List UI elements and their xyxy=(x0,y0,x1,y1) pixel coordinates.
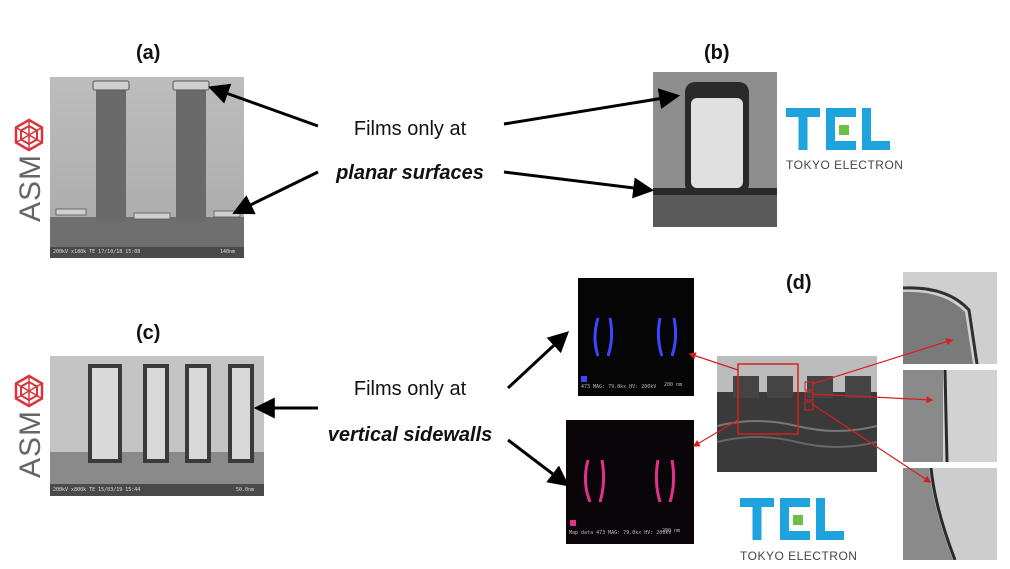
tel-logo-top xyxy=(786,106,894,157)
tel-subtitle-top: TOKYO ELECTRON xyxy=(786,158,904,172)
asm-logo-bottom xyxy=(12,374,46,413)
eds-top-scale: 200 nm xyxy=(664,382,683,388)
eds-map-bottom: Map data 473 MAG: 79.0kx HV: 200kV 200 n… xyxy=(566,420,694,544)
caption-bottom-line2: vertical sidewalls xyxy=(327,424,493,446)
caption-bottom-line1: Films only at xyxy=(353,378,467,400)
arrow-to-b-top xyxy=(503,88,681,126)
callout-to-inset-2 xyxy=(811,393,934,404)
zoom-inset-3 xyxy=(903,467,997,561)
asm-logo-top xyxy=(12,118,46,157)
arrow-to-b-bottom xyxy=(503,170,655,199)
tel-wordmark-icon xyxy=(786,108,890,150)
micrograph-a-footer: 200kV x180k TE 17/10/18 15:08 xyxy=(53,249,141,255)
panel-label-a: (a) xyxy=(136,42,161,64)
micrograph-c: 200kV x800k TE 15/03/19 15:44 50.0nm xyxy=(50,356,264,496)
zoom-inset-2 xyxy=(903,369,997,463)
tel-subtitle-bottom: TOKYO ELECTRON xyxy=(740,549,858,563)
callout-to-inset-1 xyxy=(811,338,954,385)
asm-emblem-icon xyxy=(14,374,44,408)
micrograph-c-scale: 50.0nm xyxy=(236,487,255,493)
tel-wordmark-icon xyxy=(740,498,844,540)
panel-label-c: (c) xyxy=(136,322,161,344)
zoom-inset-1 xyxy=(902,272,997,365)
panel-label-b: (b) xyxy=(704,42,730,64)
arrow-to-eds-bottom xyxy=(507,438,570,487)
micrograph-a-scale: 140nm xyxy=(220,249,236,255)
callout-to-inset-3 xyxy=(811,403,932,483)
arrow-to-a-bottom xyxy=(232,170,319,215)
eds-bottom-scale: 200 nm xyxy=(662,528,681,534)
micrograph-c-footer: 200kV x800k TE 15/03/19 15:44 xyxy=(53,487,141,493)
callout-to-eds-top xyxy=(688,352,739,371)
caption-top-line2: planar surfaces xyxy=(336,162,484,184)
eds-map-top: 473 MAG: 79.0kx HV: 200kV 200 nm xyxy=(578,278,694,396)
micrograph-d xyxy=(716,356,878,472)
panel-label-d: (d) xyxy=(786,272,812,294)
tel-logo-bottom xyxy=(740,496,848,547)
callout-to-eds-bottom xyxy=(692,419,739,447)
micrograph-a: 200kV x180k TE 17/10/18 15:08 140nm xyxy=(50,77,244,258)
eds-top-meta: 473 MAG: 79.0kx HV: 200kV xyxy=(581,384,657,390)
eds-bottom-meta: Map data 473 MAG: 79.0kx HV: 200kV xyxy=(569,530,672,536)
arrow-to-eds-top xyxy=(506,331,570,390)
arrow-to-a-top xyxy=(208,83,319,128)
caption-top-line1: Films only at xyxy=(353,118,467,140)
asm-emblem-icon xyxy=(14,118,44,152)
